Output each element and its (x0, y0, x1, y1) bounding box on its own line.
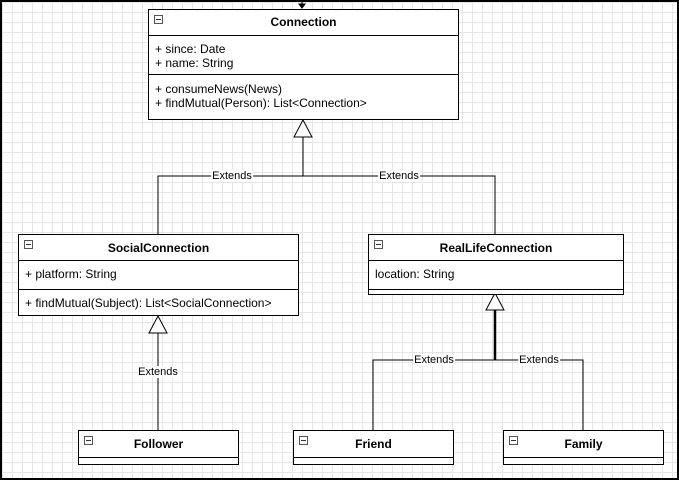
methods-compartment: + findMutual(Subject): List<SocialConnec… (19, 289, 298, 315)
method: + consumeNews(News) (155, 82, 283, 96)
class-social-connection[interactable]: SocialConnection + platform: String + fi… (18, 234, 299, 316)
empty-compartment (79, 458, 238, 464)
attribute: + since: Date (155, 42, 226, 56)
generalization-arrow-connection (293, 118, 313, 138)
attributes-compartment: + since: Date + name: String (149, 36, 458, 74)
class-connection-header[interactable]: Connection (149, 10, 458, 36)
class-real-life-connection-header[interactable]: RealLifeConnection (369, 235, 623, 261)
empty-compartment (294, 458, 453, 464)
class-name: RealLifeConnection (439, 241, 553, 255)
edge-social-to-connection (157, 137, 304, 234)
class-name: SocialConnection (107, 241, 210, 255)
attributes-compartment: location: String (369, 261, 623, 289)
class-family[interactable]: Family (503, 430, 664, 465)
attributes-compartment: + platform: String (19, 261, 298, 289)
class-name: Friend (355, 437, 392, 451)
attribute: + name: String (155, 56, 234, 70)
class-friend-header[interactable]: Friend (294, 431, 453, 458)
class-name: Connection (270, 15, 337, 29)
method: + findMutual(Person): List<Connection> (155, 96, 367, 110)
attribute: + platform: String (25, 267, 117, 281)
edge-label-friend-extends: Extends (413, 354, 455, 366)
generalization-arrow-reallifeconnection (485, 291, 505, 311)
class-connection[interactable]: Connection + since: Date + name: String … (148, 9, 459, 120)
methods-compartment (369, 289, 623, 294)
edge-label-reallife-extends: Extends (378, 170, 420, 182)
collapse-icon[interactable] (374, 240, 383, 249)
methods-compartment: + consumeNews(News) + findMutual(Person)… (149, 74, 458, 119)
collapse-icon[interactable] (509, 436, 518, 445)
collapse-icon[interactable] (84, 436, 93, 445)
class-family-header[interactable]: Family (504, 431, 663, 458)
edge-reallife-to-connection (303, 175, 496, 234)
method: + findMutual(Subject): List<SocialConnec… (25, 296, 272, 310)
edge-friend-to-reallifeconnection (372, 359, 495, 430)
class-follower-header[interactable]: Follower (79, 431, 238, 458)
top-incoming-arrowhead (298, 3, 306, 9)
edge-label-family-extends: Extends (518, 354, 560, 366)
class-real-life-connection[interactable]: RealLifeConnection location: String (368, 234, 624, 295)
class-name: Family (564, 437, 603, 451)
collapse-icon[interactable] (24, 240, 33, 249)
class-friend[interactable]: Friend (293, 430, 454, 465)
empty-compartment (504, 458, 663, 464)
edge-label-social-extends: Extends (211, 170, 253, 182)
class-name: Follower (133, 437, 184, 451)
class-follower[interactable]: Follower (78, 430, 239, 465)
edge-label-follower-extends: Extends (137, 366, 179, 378)
class-social-connection-header[interactable]: SocialConnection (19, 235, 298, 261)
edge-family-to-reallifeconnection (495, 359, 584, 430)
generalization-arrow-socialconnection (148, 314, 168, 334)
collapse-icon[interactable] (299, 436, 308, 445)
collapse-icon[interactable] (154, 15, 163, 24)
attribute: location: String (375, 267, 455, 281)
